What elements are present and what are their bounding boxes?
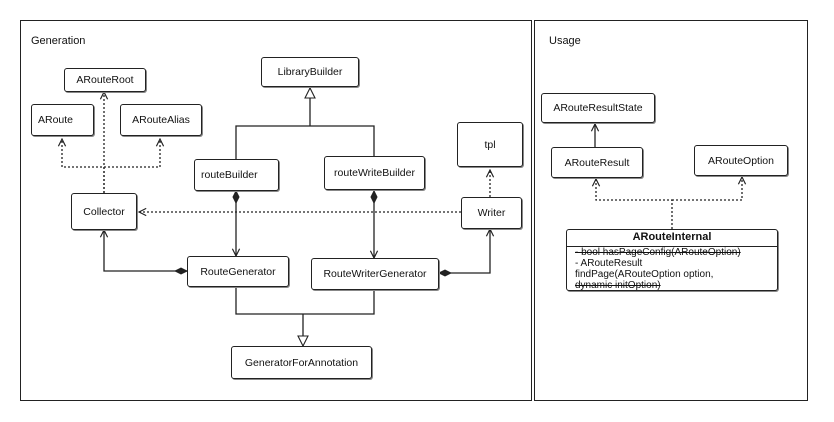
- collector-label: Collector: [83, 205, 125, 218]
- route-writer-generator-label: RouteWriterGenerator: [323, 268, 427, 280]
- edge-arouteinternal-arouteoption: [672, 177, 742, 201]
- aroute-internal-class[interactable]: ARouteInternal - bool hasPageConfig(ARou…: [566, 229, 778, 291]
- aroute-root-node[interactable]: ARouteRoot: [64, 68, 146, 92]
- aroute-alias-label: ARouteAlias: [132, 114, 190, 126]
- route-write-builder-label: routeWriteBuilder: [334, 167, 415, 179]
- edge-arouteinternal-arouteresult: [596, 179, 673, 229]
- aroute-result-node[interactable]: ARouteResult: [551, 147, 643, 178]
- tpl-label: tpl: [484, 138, 496, 151]
- class-member: findPage(ARouteOption option,: [575, 269, 714, 280]
- edge-collector-aroute: [62, 139, 105, 193]
- aroute-result-label: ARouteResult: [564, 156, 630, 169]
- edge-builders-librarybuilder: [235, 88, 375, 159]
- usage-panel-title: Usage: [549, 35, 581, 47]
- route-builder-node[interactable]: routeBuilder: [194, 159, 279, 191]
- generation-panel-title: Generation: [31, 35, 86, 47]
- generator-for-annotation-node[interactable]: GeneratorForAnnotation: [231, 346, 372, 379]
- aroute-internal-name: ARouteInternal: [632, 231, 712, 243]
- writer-node[interactable]: Writer: [461, 197, 522, 229]
- writer-label: Writer: [477, 207, 506, 219]
- aroute-root-label: ARouteRoot: [76, 74, 134, 86]
- route-writer-generator-node[interactable]: RouteWriterGenerator: [311, 258, 439, 290]
- route-generator-node[interactable]: RouteGenerator: [187, 256, 289, 287]
- collector-node[interactable]: Collector: [71, 193, 137, 230]
- usage-panel: Usage: [534, 20, 808, 401]
- route-write-builder-node[interactable]: routeWriteBuilder: [324, 156, 425, 190]
- aroute-alias-node[interactable]: ARouteAlias: [120, 104, 202, 136]
- class-member: - bool hasPageConfig(ARouteOption): [575, 247, 741, 258]
- aroute-option-label: ARouteOption: [708, 154, 774, 167]
- edge-routewritergenerator-writer: [439, 229, 490, 273]
- route-generator-label: RouteGenerator: [200, 265, 276, 278]
- aroute-node[interactable]: ARoute: [31, 104, 94, 136]
- class-member: - ARouteResult: [575, 258, 643, 269]
- aroute-label: ARoute: [38, 114, 74, 126]
- generator-for-annotation-label: GeneratorForAnnotation: [244, 356, 359, 369]
- library-builder-node[interactable]: LibraryBuilder: [261, 57, 359, 87]
- route-builder-label: routeBuilder: [201, 169, 258, 181]
- aroute-option-node[interactable]: ARouteOption: [694, 145, 788, 176]
- aroute-result-state-label: ARouteResultState: [553, 102, 643, 114]
- edge-collector-aroutealias: [104, 139, 160, 168]
- class-member: dynamic initOption): [575, 280, 661, 291]
- tpl-node[interactable]: tpl: [457, 122, 523, 167]
- aroute-result-state-node[interactable]: ARouteResultState: [541, 93, 655, 123]
- edge-generators-generatorforannotation: [235, 287, 375, 346]
- library-builder-label: LibraryBuilder: [277, 66, 343, 78]
- edge-routegenerator-collector: [104, 230, 187, 271]
- class-separator: [567, 246, 777, 247]
